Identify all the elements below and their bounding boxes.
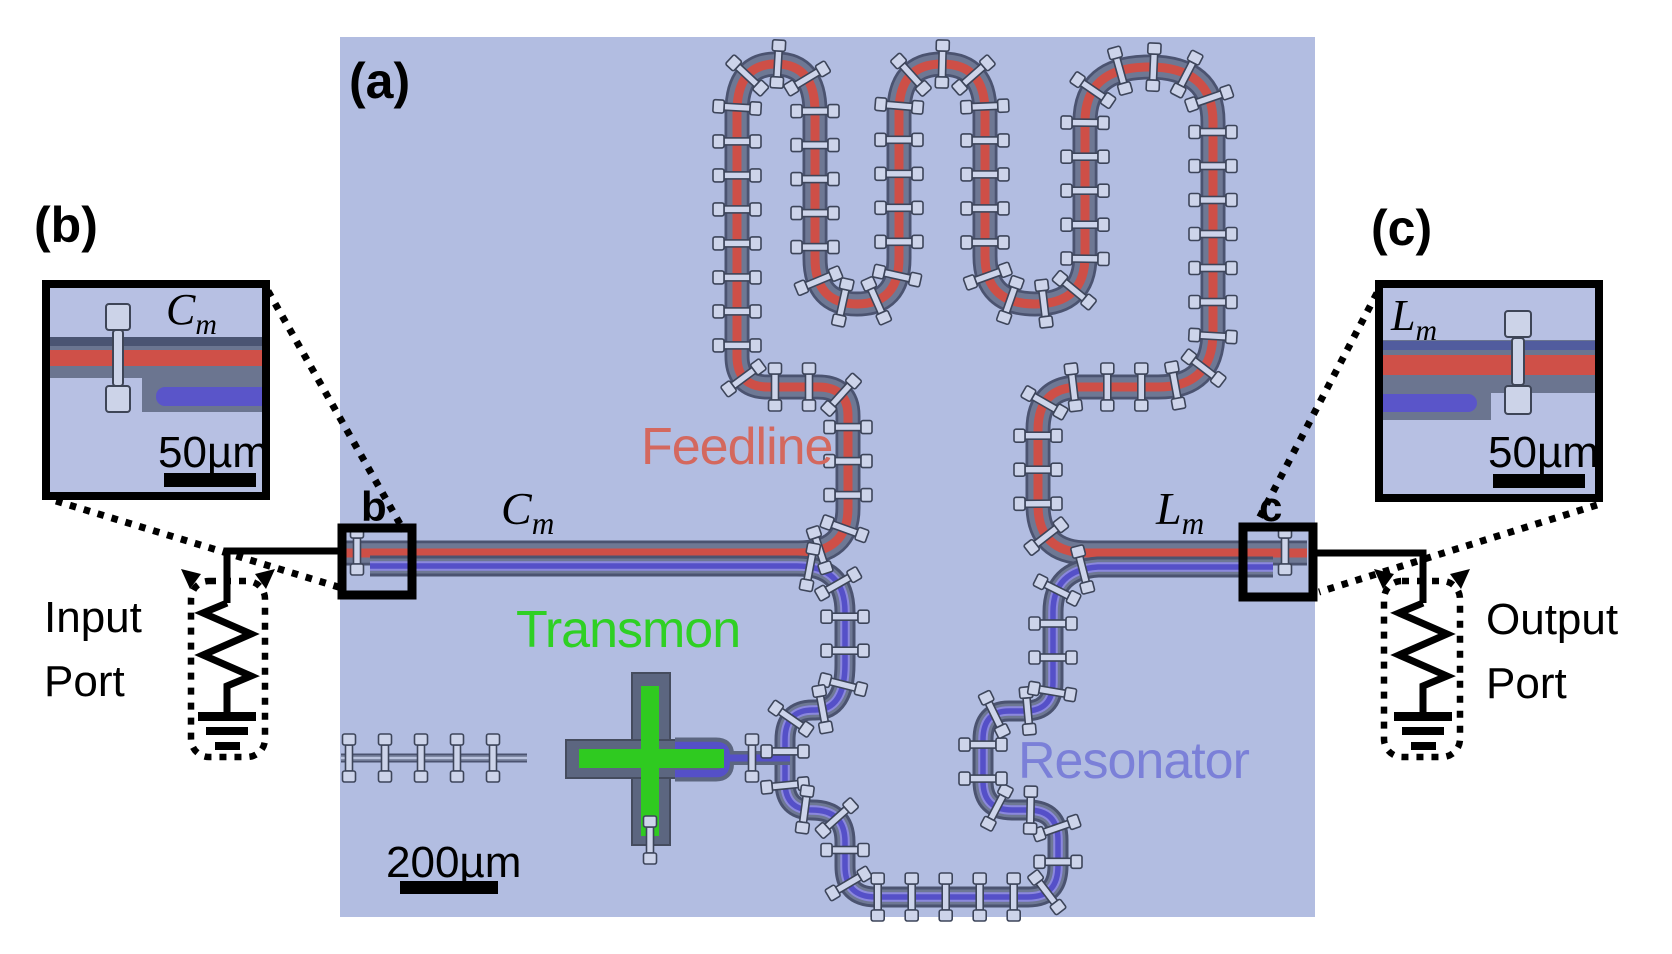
airbridge-neck-icon bbox=[1511, 337, 1525, 386]
inset-c-micrograph bbox=[1375, 280, 1603, 502]
airbridge-pad-icon bbox=[105, 303, 131, 331]
marker-c-label: c bbox=[1259, 483, 1283, 530]
resistor-icon bbox=[1390, 599, 1456, 714]
transmon-island-horizontal bbox=[579, 749, 724, 768]
input-port-label: Input Port bbox=[44, 593, 142, 706]
airbridge-pad-icon bbox=[1504, 385, 1532, 415]
chip-scale-bar bbox=[400, 881, 498, 894]
inset-b-micrograph bbox=[42, 280, 270, 500]
cpw-gap bbox=[50, 337, 262, 346]
cm-chip-label: Cm bbox=[501, 483, 555, 542]
inset-c-coupling-label: Lm bbox=[1391, 291, 1438, 347]
transmon-cross bbox=[565, 672, 790, 846]
resonator-label: Resonator bbox=[1018, 732, 1250, 790]
ground-icon bbox=[1394, 712, 1452, 750]
ground-icon bbox=[198, 712, 256, 750]
marker-b-label: b bbox=[361, 483, 387, 530]
transmon-label: Transmon bbox=[516, 601, 741, 659]
inset-c-scale-bar bbox=[1493, 474, 1585, 488]
resonator-cross-section bbox=[1383, 394, 1477, 412]
cpw-gap bbox=[1383, 341, 1595, 350]
inset-b-scale-label: 50µm bbox=[158, 428, 269, 477]
airbridge-pad-icon bbox=[105, 385, 131, 413]
feedline-path bbox=[345, 64, 1307, 553]
panel-a-label: (a) bbox=[349, 53, 411, 109]
feedline-cross-section bbox=[50, 350, 262, 366]
resistor-icon bbox=[194, 599, 260, 714]
inset-c-scale-label: 50µm bbox=[1488, 428, 1599, 477]
zoom-marker-c bbox=[1238, 522, 1318, 602]
input-port-symbol bbox=[181, 547, 346, 761]
zoom-marker-b bbox=[337, 523, 417, 600]
panel-c-label: (c) bbox=[1371, 200, 1433, 256]
airbridge-neck-icon bbox=[112, 329, 124, 387]
feedline-label: Feedline bbox=[641, 418, 833, 476]
chip-scale-label: 200µm bbox=[386, 838, 522, 887]
lm-chip-label: Lm bbox=[1156, 483, 1205, 542]
zoom-cone-lines bbox=[54, 289, 1599, 596]
panel-b-label: (b) bbox=[34, 197, 98, 253]
feedline-cross-section bbox=[1383, 355, 1595, 375]
output-port-symbol bbox=[1313, 549, 1470, 761]
output-port-label: Output Port bbox=[1486, 595, 1619, 708]
inset-b-coupling-label: Cm bbox=[166, 285, 217, 341]
airbridge-pad-icon bbox=[1504, 310, 1532, 338]
inset-b-scale-bar bbox=[164, 473, 256, 487]
resonator-cross-section bbox=[156, 387, 262, 406]
